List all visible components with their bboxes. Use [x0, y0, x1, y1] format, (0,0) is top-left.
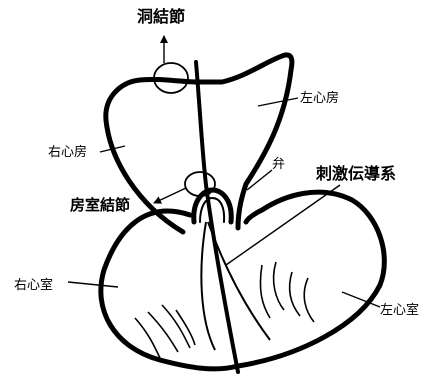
- ventricles-outline: [101, 192, 384, 369]
- label-conduction-system: 刺激伝導系: [316, 166, 396, 182]
- atrioventricular-node-circle: [185, 172, 215, 196]
- fiber-lv-1: [260, 265, 270, 318]
- leader-av-node: [154, 188, 186, 203]
- label-right-atrium: 右心房: [48, 146, 87, 159]
- leader-right-ventricle: [68, 282, 118, 287]
- label-left-atrium: 左心房: [300, 92, 339, 105]
- fiber-lv-4: [304, 278, 314, 322]
- label-right-ventricle: 右心室: [14, 279, 53, 292]
- fiber-lv-2: [274, 262, 284, 310]
- label-valve: 弁: [272, 158, 285, 171]
- leader-left-atrium: [258, 98, 298, 106]
- label-atrioventricular-node: 房室結節: [70, 198, 130, 213]
- label-left-ventricle: 左心室: [380, 304, 419, 317]
- fiber-lv-3: [290, 272, 300, 316]
- label-sinoatrial-node: 洞結節: [137, 9, 185, 25]
